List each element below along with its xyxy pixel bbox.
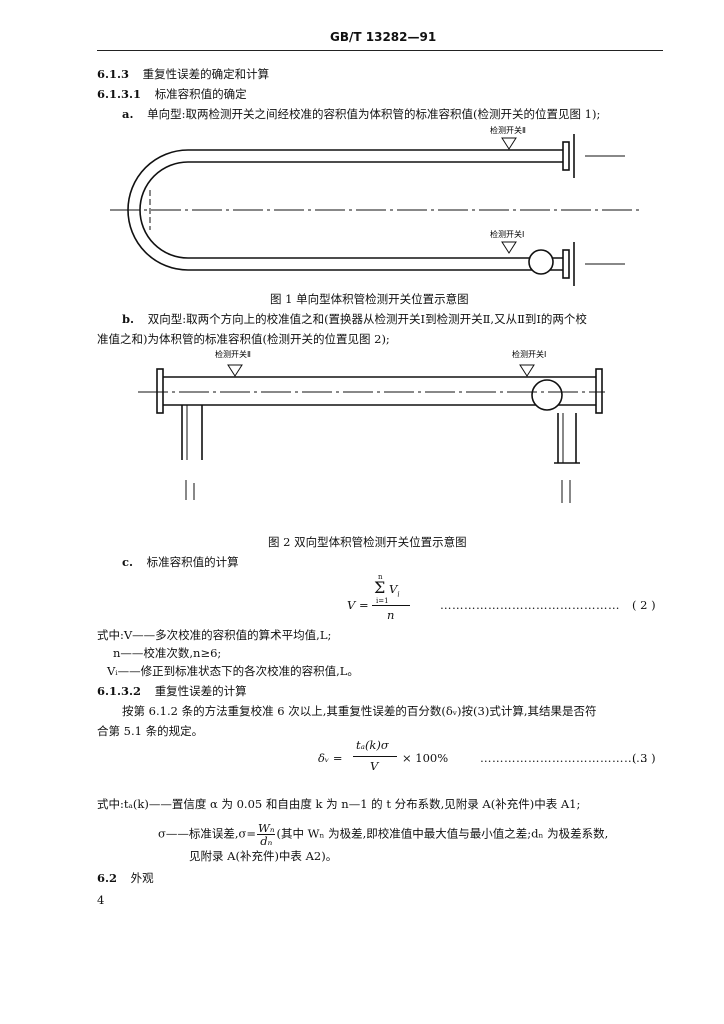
item-a: a. 单向型:取两检测开关之间经校准的容积值为体积管的标准容积值(检测开关的位置… <box>122 106 600 122</box>
switch-2-label: 检测开关Ⅱ <box>215 349 251 359</box>
eq3-def-1: 式中:tₐ(k)——置信度 α 为 0.05 和自由度 k 为 n—1 的 t … <box>97 797 581 811</box>
eq3-fraction-bar <box>353 756 397 757</box>
switch-2-label: 检测开关Ⅱ <box>490 125 526 135</box>
item-label: c. <box>122 555 134 569</box>
section-6-2: 6.2 外观 <box>97 870 154 886</box>
eq2-def-3: Vᵢ——修正到标准状态下的各次校准的容积值,L。 <box>107 664 359 678</box>
item-b-line-2: 准值之和)为体积管的标准容积值(检测开关的位置见图 2); <box>97 332 390 346</box>
header-rule <box>97 50 663 51</box>
eq3-number: ( 3 ) <box>632 751 656 765</box>
switch-1-label: 检测开关Ⅰ <box>512 349 546 359</box>
item-label: b. <box>122 312 135 326</box>
eq2-sum-top: n <box>378 573 383 581</box>
paragraph-line-1: 按第 6.1.2 条的方法重复校准 6 次以上,其重复性误差的百分数(δᵥ)按(… <box>122 704 597 718</box>
figure-1-caption: 图 1 单向型体积管检测开关位置示意图 <box>270 292 469 306</box>
eq2-denominator: n <box>387 608 395 622</box>
eq3-leader-dots: …………………………………… <box>480 751 648 765</box>
section-number: 6.1.3.2 <box>97 684 142 698</box>
eq2-def-2: n——校准次数,n≥6; <box>113 646 222 660</box>
eq3-def-3: 见附录 A(补充件)中表 A2)。 <box>189 849 338 863</box>
page-number: 4 <box>97 893 105 907</box>
eq3-denominator: V <box>370 759 379 773</box>
eq2-number: ( 2 ) <box>632 598 656 612</box>
eq2-fraction-bar <box>372 605 410 606</box>
figure-2-diagram: 检测开关Ⅱ 检测开关Ⅰ <box>138 349 605 503</box>
item-label: a. <box>122 107 134 121</box>
eq3-numerator: tₐ(k)σ <box>356 738 389 752</box>
switch-1-label: 检测开关Ⅰ <box>490 229 524 239</box>
eq2-def-1: 式中:V——多次校准的容积值的算术平均值,L; <box>97 628 332 642</box>
section-title: 重复性误差的确定和计算 <box>142 67 270 81</box>
item-text: 标准容积值的计算 <box>146 555 239 569</box>
eq2-term: Vi <box>389 582 400 599</box>
section-number: 6.1.3.1 <box>97 87 142 101</box>
section-6-1-3-1: 6.1.3.1 标准容积值的确定 <box>97 86 247 102</box>
paragraph-line-2: 合第 5.1 条的规定。 <box>97 724 204 738</box>
page-header: GB/T 13282—91 <box>330 30 437 44</box>
eq2-leader-dots: ……………………………………… <box>440 598 620 612</box>
eq2-sum-bottom: i=1 <box>376 597 389 605</box>
eq2-lhs: V = <box>347 598 369 612</box>
section-title: 外观 <box>130 871 154 885</box>
section-6-1-3-2: 6.1.3.2 重复性误差的计算 <box>97 683 247 699</box>
figure-2-caption: 图 2 双向型体积管检测开关位置示意图 <box>268 535 467 549</box>
eq2-sum-symbol: Σ <box>374 578 386 597</box>
section-number: 6.1.3 <box>97 67 130 81</box>
section-number: 6.2 <box>97 871 118 885</box>
section-6-1-3: 6.1.3 重复性误差的确定和计算 <box>97 66 269 82</box>
section-title: 标准容积值的确定 <box>154 87 247 101</box>
item-text-line-1: 双向型:取两个方向上的校准值之和(置换器从检测开关Ⅰ到检测开关Ⅱ,又从Ⅱ到Ⅰ的两… <box>147 312 587 326</box>
eq3-lhs: δᵥ = <box>318 751 343 765</box>
item-c: c. 标准容积值的计算 <box>122 554 239 570</box>
eq3-rhs: × 100% <box>402 751 449 765</box>
section-title: 重复性误差的计算 <box>154 684 247 698</box>
figure-1-diagram: 检测开关Ⅱ 检测开关Ⅰ <box>110 125 640 286</box>
item-text: 单向型:取两检测开关之间经校准的容积值为体积管的标准容积值(检测开关的位置见图 … <box>147 107 601 121</box>
item-b: b. 双向型:取两个方向上的校准值之和(置换器从检测开关Ⅰ到检测开关Ⅱ,又从Ⅱ到… <box>122 311 587 327</box>
